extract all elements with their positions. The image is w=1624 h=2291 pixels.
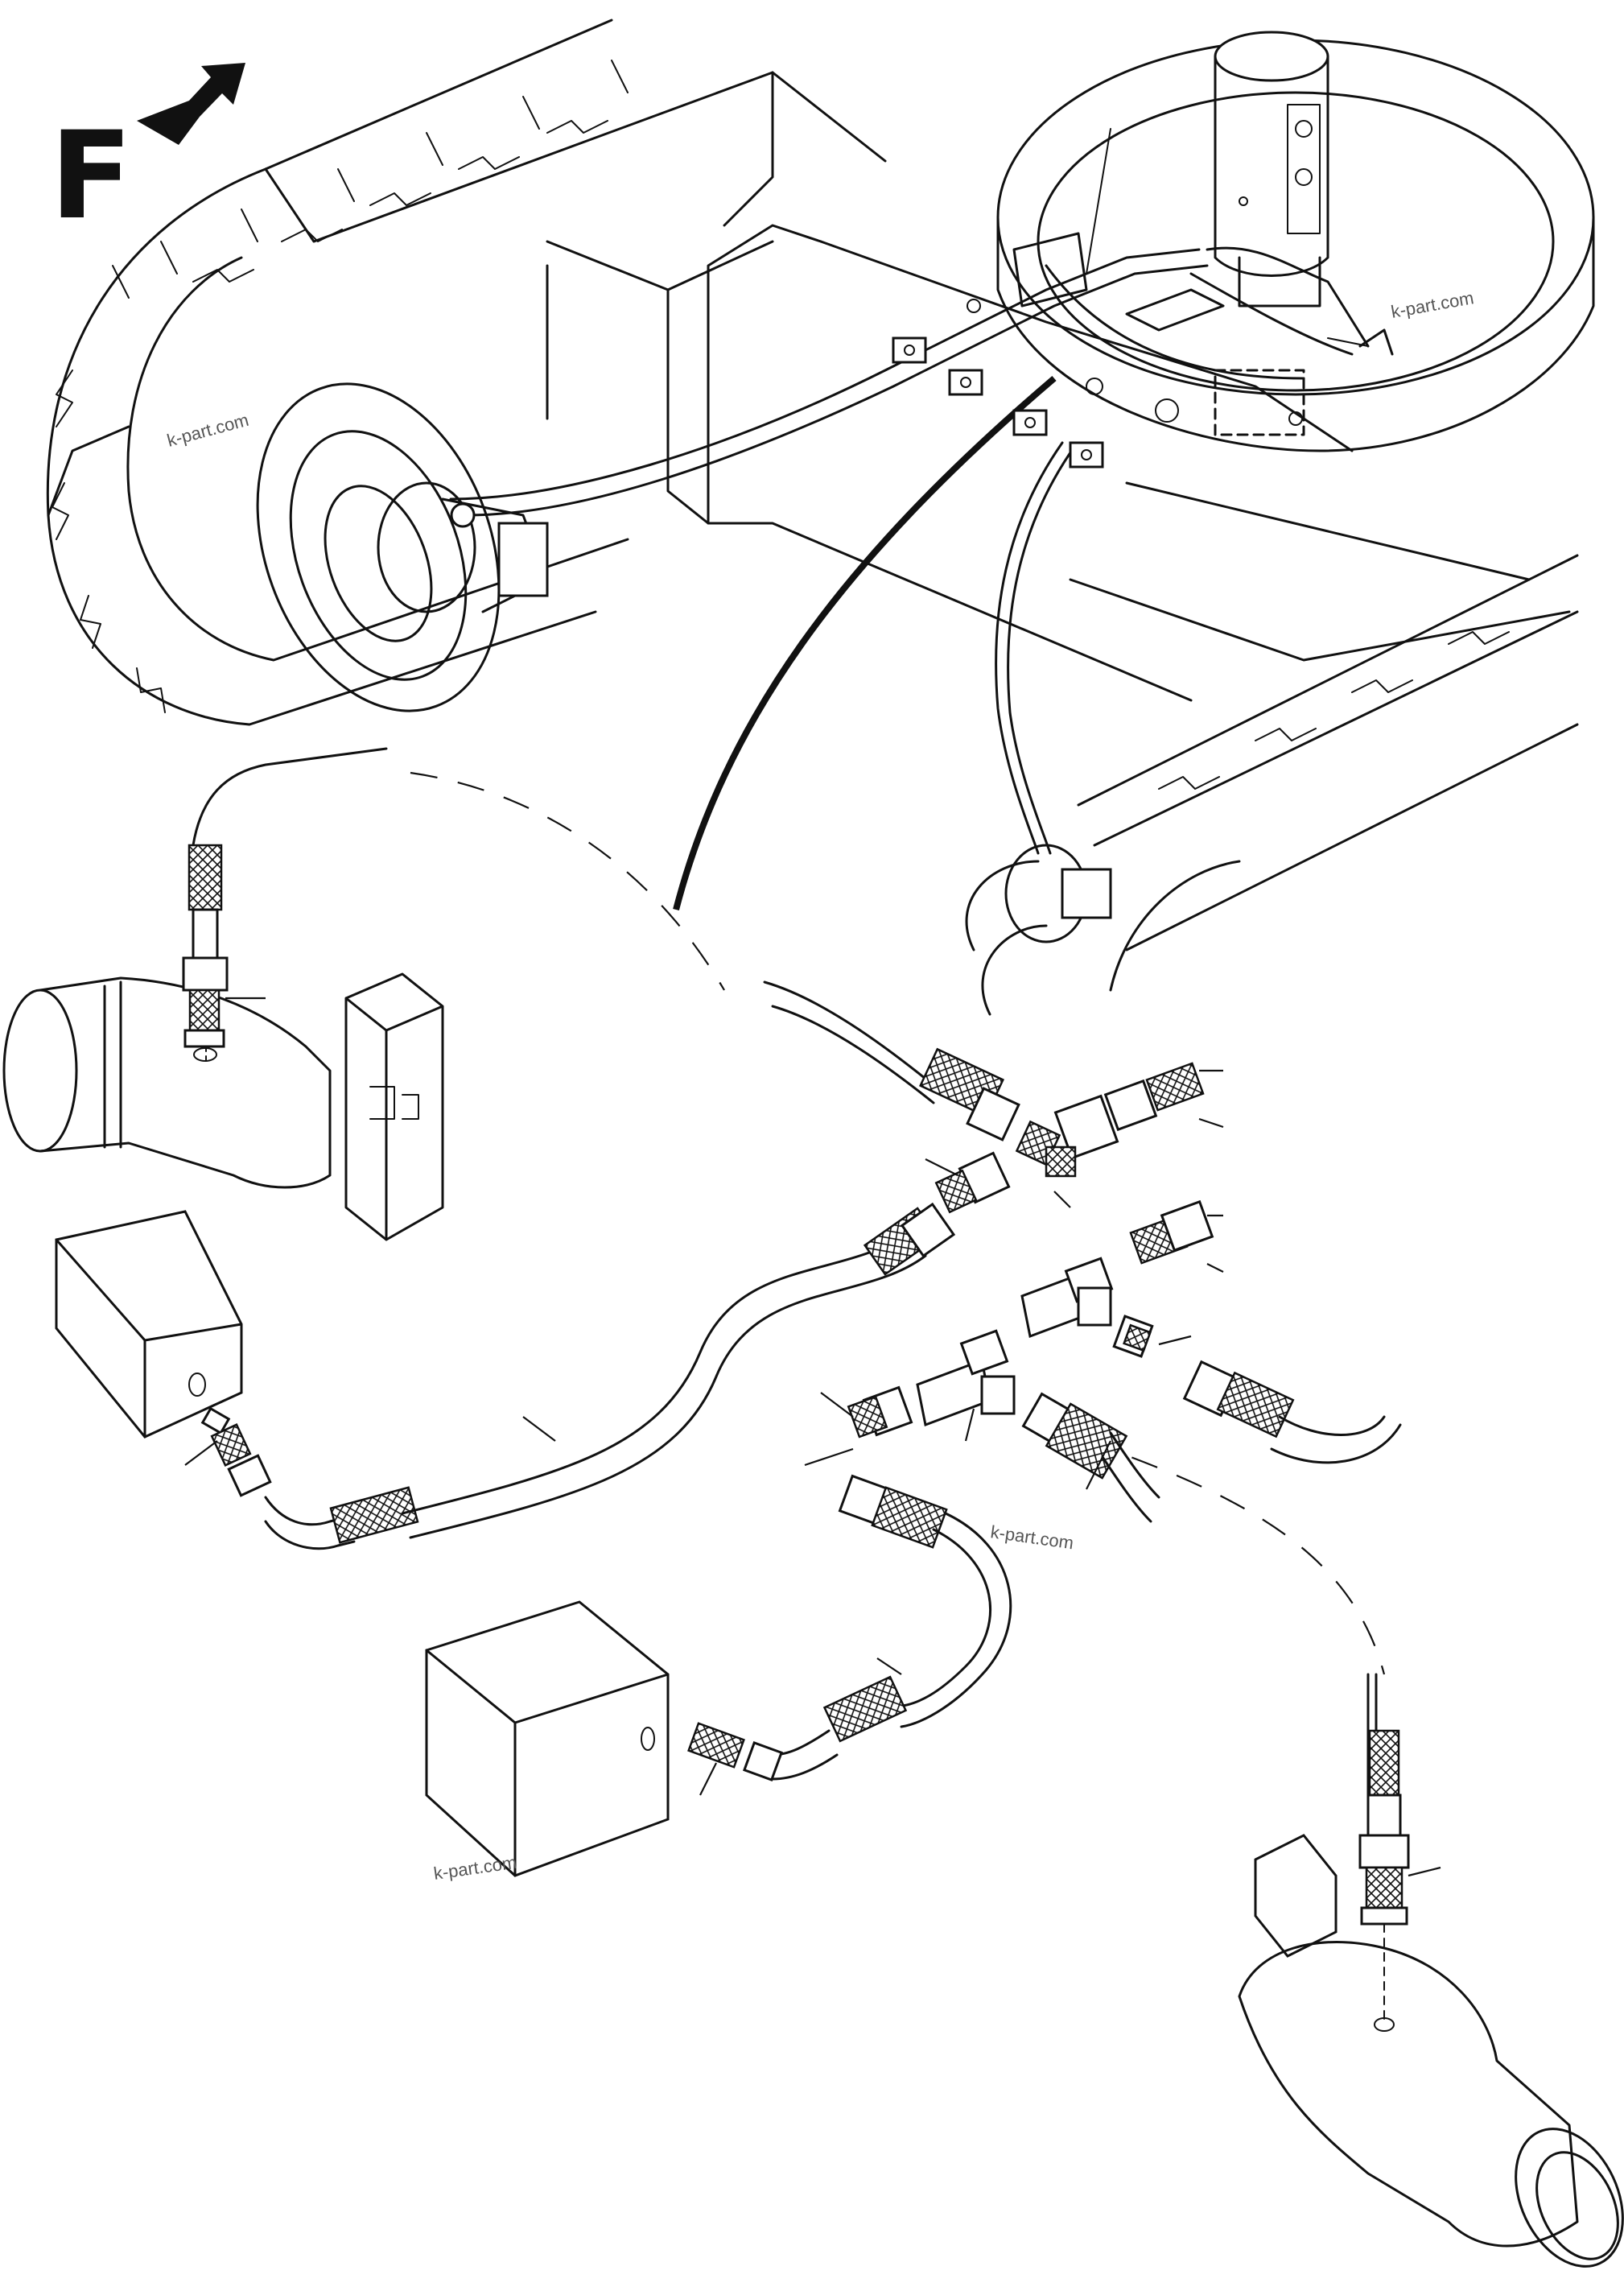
watermark-text: k-part.com bbox=[432, 1852, 517, 1884]
swing-ring bbox=[967, 39, 1595, 452]
direction-arrow-icon bbox=[137, 63, 245, 145]
left-valve-box bbox=[55, 1210, 243, 1439]
direction-letter: F bbox=[50, 106, 132, 246]
watermarks: k-part.com k-part.com k-part.com k-part.… bbox=[165, 287, 1475, 1884]
center-swivel-joint bbox=[1214, 31, 1329, 308]
section-separators bbox=[410, 771, 1386, 1675]
lower-valve-box bbox=[425, 1600, 670, 1877]
lower-left-hose bbox=[184, 1202, 956, 1550]
left-travel-motor bbox=[377, 481, 549, 613]
watermark-text: k-part.com bbox=[989, 1521, 1074, 1553]
ring-blocks bbox=[1012, 232, 1394, 436]
upper-hoses bbox=[449, 128, 1370, 911]
forward-direction-indicator: F bbox=[50, 63, 245, 246]
lower-fitting-group bbox=[804, 1199, 1402, 1523]
watermark-text: k-part.com bbox=[165, 410, 251, 451]
left-motor-detail bbox=[2, 972, 444, 1241]
hose-clamps bbox=[892, 336, 1104, 469]
left-connector-stack bbox=[182, 747, 388, 1063]
left-crawler-track bbox=[46, 19, 887, 726]
lower-middle-hose bbox=[687, 1474, 1012, 1796]
right-motor-detail bbox=[1238, 1673, 1624, 2268]
center-fitting-group bbox=[763, 980, 1224, 1214]
watermark-text: k-part.com bbox=[1390, 287, 1476, 322]
right-crawler-track bbox=[965, 554, 1579, 1016]
